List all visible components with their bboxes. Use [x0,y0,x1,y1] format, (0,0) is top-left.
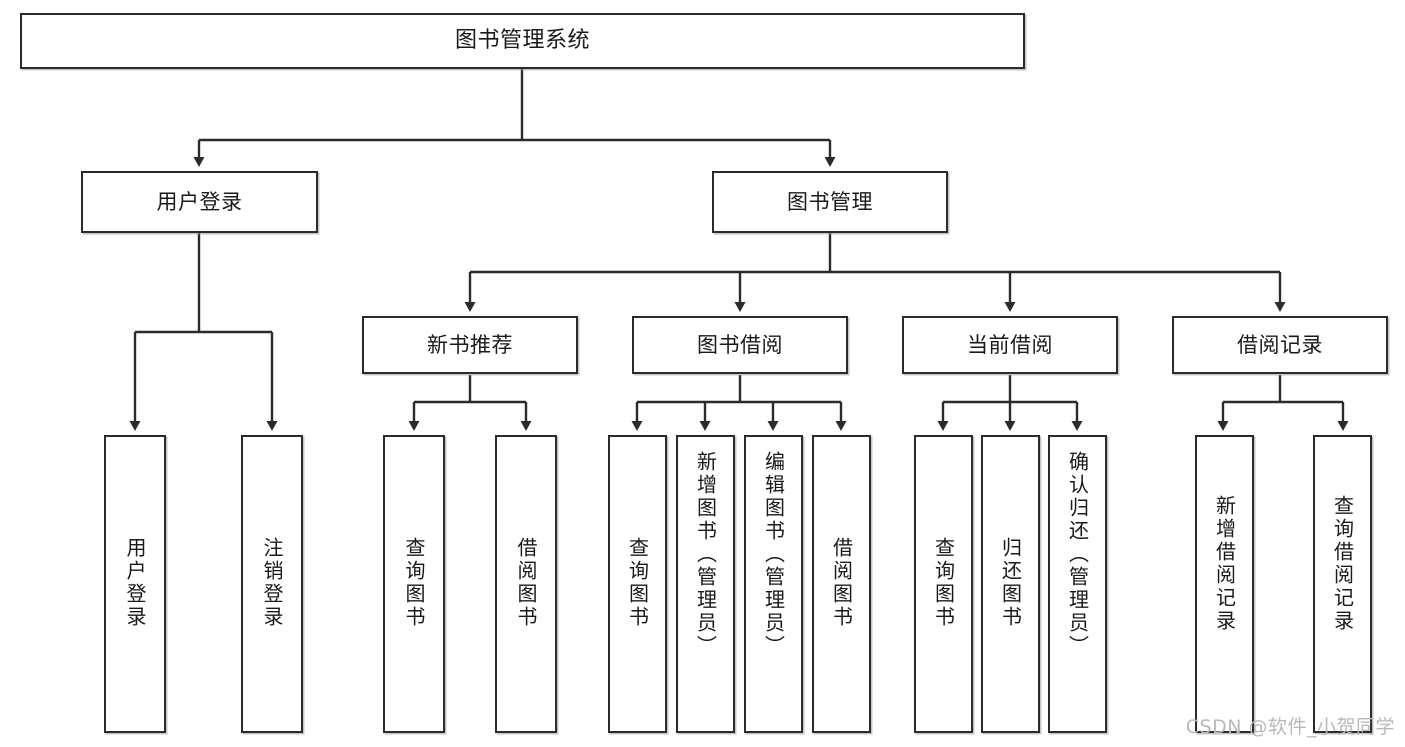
node-label: 注销登录 [260,537,284,629]
node-label: 用户登录 [156,189,243,214]
leaf-logout[interactable]: 注销登录 [241,435,303,733]
leaf-user-login[interactable]: 用户登录 [104,435,166,733]
leaf-record-add[interactable]: 新增借阅记录 [1195,435,1254,733]
leaf-borrow-edit-book-admin[interactable]: 编辑图书（管理员） [744,435,803,733]
node-label: 编辑图书（管理员） [761,451,786,658]
leaf-borrow-add-book-admin[interactable]: 新增图书（管理员） [676,435,735,733]
node-label: 新书推荐 [427,332,513,357]
leaf-new-book-query[interactable]: 查询图书 [383,435,445,733]
node-label: 借阅图书 [829,537,854,629]
node-label: 新增图书（管理员） [693,451,718,658]
leaf-current-return-book[interactable]: 归还图书 [981,435,1040,733]
node-borrow-record[interactable]: 借阅记录 [1172,316,1388,374]
leaf-borrow-borrow-book[interactable]: 借阅图书 [812,435,871,733]
leaf-current-query-book[interactable]: 查询图书 [914,435,973,733]
node-label: 图书借阅 [697,332,783,357]
node-label: 用户登录 [123,537,147,629]
node-label: 归还图书 [998,537,1023,629]
node-label: 图书管理系统 [454,28,590,54]
node-label: 借阅记录 [1237,332,1323,357]
node-label: 借阅图书 [514,537,538,629]
node-label: 图书管理 [787,189,873,214]
node-root-book-management-system[interactable]: 图书管理系统 [20,13,1025,69]
node-current-borrow[interactable]: 当前借阅 [902,316,1118,374]
node-user-login[interactable]: 用户登录 [81,171,318,233]
node-book-borrow[interactable]: 图书借阅 [632,316,848,374]
node-label: 查询图书 [931,537,956,629]
leaf-record-query[interactable]: 查询借阅记录 [1313,435,1372,733]
watermark: CSDN @软件_小贺同学 [1185,716,1395,738]
node-label: 确认归还（管理员） [1065,451,1090,658]
node-label: 新增借阅记录 [1212,495,1237,633]
leaf-borrow-query-book[interactable]: 查询图书 [608,435,667,733]
node-label: 查询借阅记录 [1330,495,1355,633]
leaf-new-book-borrow[interactable]: 借阅图书 [495,435,557,733]
leaf-current-confirm-return-admin[interactable]: 确认归还（管理员） [1048,435,1107,733]
node-label: 查询图书 [625,537,650,629]
node-label: 当前借阅 [967,332,1053,357]
node-new-book-recommend[interactable]: 新书推荐 [362,316,578,374]
node-label: 查询图书 [402,537,426,629]
node-book-management[interactable]: 图书管理 [712,171,948,233]
